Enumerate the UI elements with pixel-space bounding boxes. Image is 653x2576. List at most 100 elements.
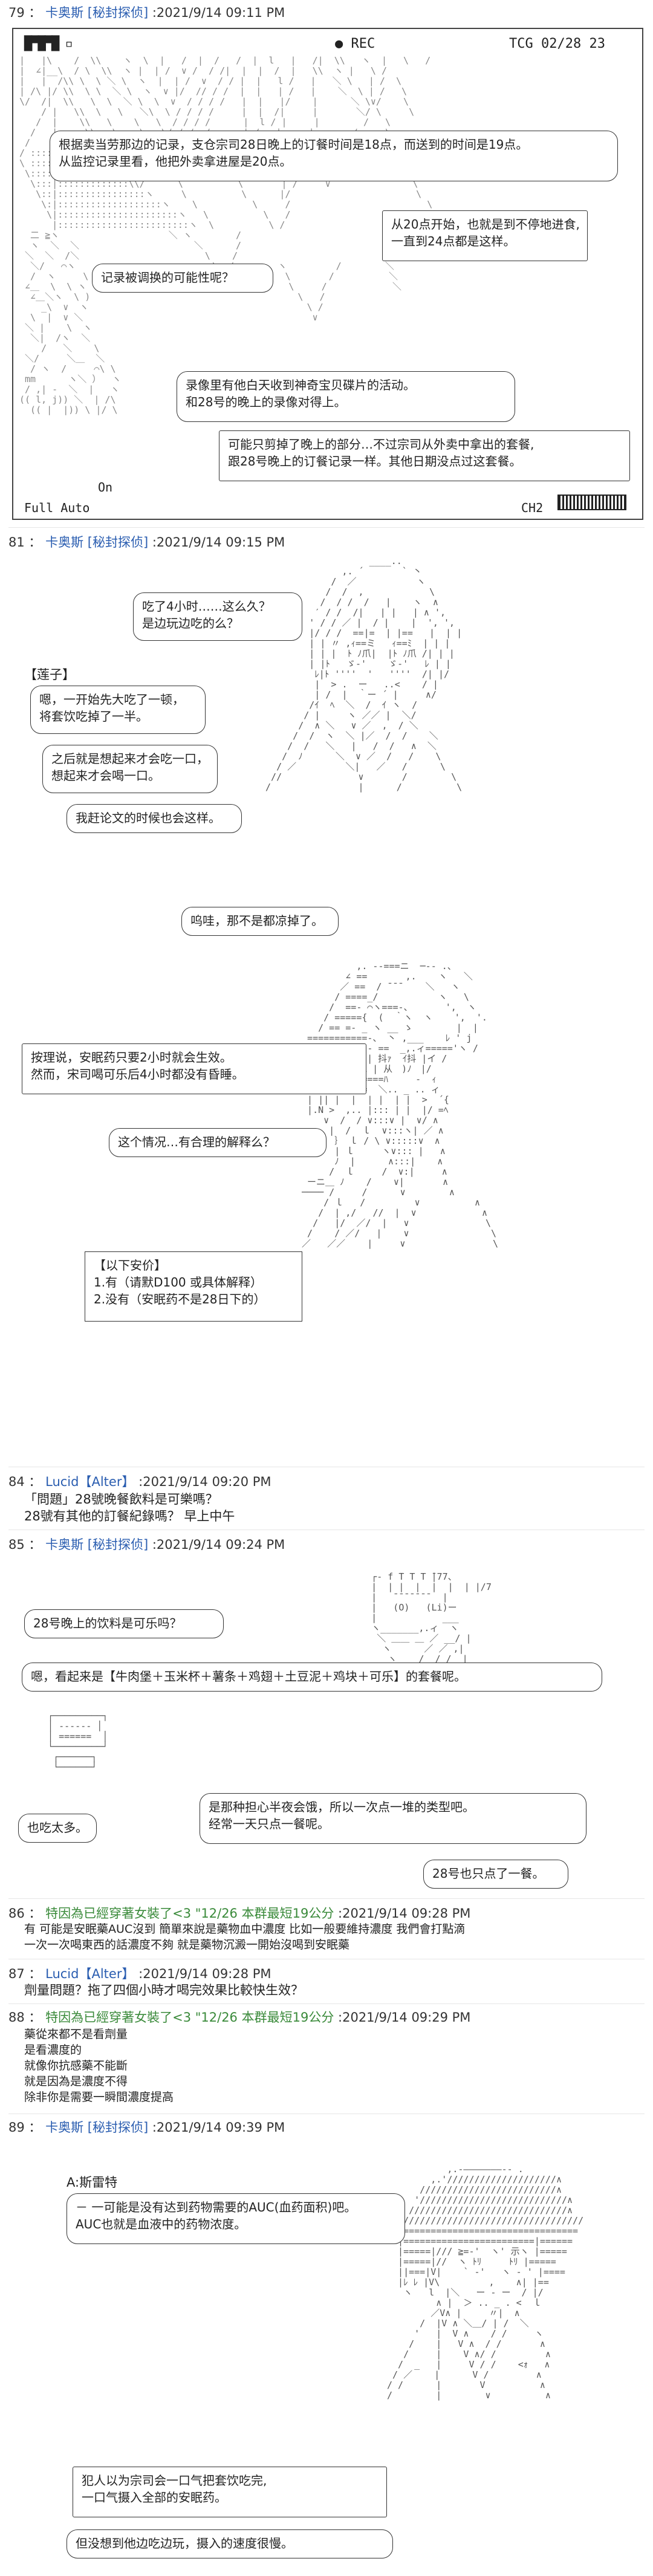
speech-bubble: 按理说，安眠药只要2小时就会生效。 然而，宋司喝可乐后4小时都没有昏睡。 [22, 1043, 366, 1094]
bubble-line: 之后就是想起来才会吃一口， [51, 751, 209, 766]
post-header: 88 ： 特因為已經穿著女裝了<3 "12/26 本群最短19公分 :2021/… [8, 2010, 471, 2025]
ascii-art: ┌‐ f ̄T T T ̄|77、 | | | | | | | |/7 | ̄ … [371, 1572, 492, 1675]
speech-bubble: 嗯，看起来是【牛肉堡＋玉米杯＋薯条＋鸡翅＋土豆泥＋鸡块＋可乐】的套餐呢。 [22, 1663, 602, 1692]
mode-label: Full Auto [24, 501, 90, 515]
divider [8, 527, 645, 528]
bubble-line: 根据卖当劳那边的记录，支仓宗司28日晚上的订餐时间是18点，而送到的时间是19点… [59, 137, 528, 152]
bubble-line: 吃了4小时……这么久？ [142, 599, 271, 614]
bubble-line: 是边玩边吃的么？ [142, 616, 239, 631]
post-number: 85 [8, 1537, 25, 1552]
post-date: :2021/9/14 09:11 PM [152, 5, 285, 20]
speaker-label: 【莲子】 [24, 667, 75, 682]
post-line: 「問題」28號晚餐飲料是可樂嗎？ [24, 1492, 218, 1507]
bubble-line: 和28号的晚上的录像对得上。 [186, 395, 346, 409]
poster-name[interactable]: 特因為已經穿著女裝了<3 "12/26 本群最短19公分 [45, 2010, 334, 2025]
bubble-line: 然而，宋司喝可乐后4小时都没有昏睡。 [31, 1067, 244, 1082]
post-body: 「問題」28號晚餐飲料是可樂嗎？ 28號有其他的訂餐紀錄嗎？ 早上中午 [24, 1491, 235, 1525]
poster-name[interactable]: 卡奥斯 [秘封探侦] [45, 535, 149, 550]
bubble-line: 按理说，安眠药只要2小时就会生效。 [31, 1050, 232, 1065]
ascii-art: ,. -‐===ニ ─-- .、 ∠ == ,. ヽ ＼ ／ == / ̄ ̄ … [302, 961, 498, 1249]
post-line: 就是因為是濃度不得 [24, 2075, 128, 2088]
divider [8, 2003, 645, 2004]
bubble-line: 从20点开始，也就是到不停地进食, [391, 217, 580, 232]
poster-name[interactable]: Lucid【Alter】 [45, 1475, 135, 1489]
bubble-line: AUC也就是血液中的药物浓度。 [76, 2217, 247, 2231]
post-body: 劑量問題？拖了四個小時才喝完效果比較快生效？ [24, 1982, 304, 1999]
poster-name[interactable]: 卡奥斯 [秘封探侦] [45, 1537, 149, 1552]
poster-name[interactable]: Lucid【Alter】 [45, 1967, 135, 1981]
bubble-line: 嗯，一开始先大吃了一顿， [39, 692, 184, 707]
speaker-label: A:斯雷特 [67, 2175, 118, 2190]
post-header: 84 ： Lucid【Alter】 :2021/9/14 09:20 PM [8, 1475, 271, 1489]
speech-bubble: 根据卖当劳那边的记录，支仓宗司28日晚上的订餐时间是18点，而送到的时间是19点… [50, 131, 618, 181]
bubble-line: 犯人以为宗司会一口气把套饮吃完, [82, 2473, 267, 2488]
post-date: :2021/9/14 09:39 PM [152, 2120, 285, 2135]
post-date: :2021/9/14 09:28 PM [138, 1967, 271, 1981]
post-line: 藥從來都不是看劑量 [24, 2028, 128, 2041]
post-body: 有 可能是安眠藥AUC沒到 簡單來說是藥物血中濃度 比如一般要維持濃度 我們會打… [24, 1921, 465, 1953]
speech-bubble: 我赶论文的时候也会这样。 [67, 804, 242, 833]
post-header: 89 ： 卡奥斯 [秘封探侦] :2021/9/14 09:39 PM [8, 2120, 285, 2135]
bubble-line: 录像里有他白天收到神奇宝贝碟片的活动。 [186, 378, 415, 392]
bubble-line: 从监控记录里看，他把外卖拿进屋是20点。 [59, 154, 292, 169]
timecode: TCG 02/28 23 [509, 36, 605, 51]
post-header: 85 ： 卡奥斯 [秘封探侦] :2021/9/14 09:24 PM [8, 1537, 285, 1552]
post-date: :2021/9/14 09:20 PM [138, 1475, 271, 1489]
bubble-line: 可能只剪掉了晚上的部分…不过宗司从外卖中拿出的套餐, [228, 437, 534, 452]
post-line: 劑量問題？拖了四個小時才喝完效果比較快生效？ [24, 1983, 304, 1997]
speech-bubble: 录像里有他白天收到神奇宝贝碟片的活动。 和28号的晚上的录像对得上。 [177, 371, 515, 422]
bubble-line: 经常一天只点一餐呢。 [209, 1817, 330, 1831]
speech-bubble: 从20点开始，也就是到不停地进食, 一直到24点都是这样。 [382, 210, 588, 261]
bubble-line: 这个情况…有合理的解释么？ [118, 1135, 275, 1149]
speech-bubble: 记录被调换的可能性呢？ [92, 264, 273, 293]
choice-item: 2.没有（安眠药不是28日下的） [94, 1292, 266, 1306]
post-line: 除非你是需要一瞬間濃度提高 [24, 2091, 174, 2104]
post-date: :2021/9/14 09:15 PM [152, 535, 285, 550]
bubble-line: 但没想到他边吃边玩，摄入的速度很慢。 [76, 2536, 293, 2551]
speech-bubble: 但没想到他边吃边玩，摄入的速度很慢。 [67, 2529, 393, 2558]
choice-box: 【以下安价】 1.有（请默D100 或具体解释） 2.没有（安眠药不是28日下的… [85, 1251, 302, 1322]
post-line: 一次一次喝東西的話濃度不夠 就是藥物沉澱一開始沒喝到安眠藥 [24, 1938, 350, 1951]
divider [8, 1898, 645, 1899]
poster-name[interactable]: 卡奥斯 [秘封探侦] [45, 5, 149, 20]
post-number: 79 [8, 5, 25, 20]
speech-bubble: 之后就是想起来才会吃一口， 想起来才会喝一口。 [42, 745, 218, 793]
channel-label: CH2 [521, 501, 544, 515]
speech-bubble: － 一可能是没有达到药物需要的AUC(血药面积)吧。 AUC也就是血液中的药物浓… [67, 2193, 405, 2244]
choice-item: 1.有（请默D100 或具体解释） [94, 1275, 263, 1290]
post-number: 86 [8, 1906, 25, 1921]
choice-title: 【以下安价】 [94, 1258, 166, 1273]
tape-bar [557, 495, 626, 510]
post-date: :2021/9/14 09:29 PM [338, 2010, 471, 2025]
bubble-line: 28号晚上的饮料是可乐吗？ [33, 1616, 182, 1630]
bubble-line: 记录被调换的可能性呢？ [101, 270, 234, 285]
post-header: 81 ： 卡奥斯 [秘封探侦] :2021/9/14 09:15 PM [8, 535, 285, 550]
post-number: 89 [8, 2120, 25, 2135]
speech-bubble: 吃了4小时……这么久？ 是边玩边吃的么？ [133, 592, 302, 641]
bubble-line: 我赶论文的时候也会这样。 [76, 811, 221, 825]
post-body: 藥從來都不是看劑量 是看濃度的 就像你抗感藥不能斷 就是因為是濃度不得 除非你是… [24, 2026, 174, 2105]
camera-frame: █▀█▀█ ▫ ● REC TCG 02/28 23 On Full Auto … [12, 28, 643, 520]
bubble-line: 将套饮吃掉了一半。 [39, 709, 148, 724]
speech-bubble: 也吃太多。 [18, 1814, 97, 1843]
post-header: 87 ： Lucid【Alter】 :2021/9/14 09:28 PM [8, 1967, 271, 1981]
speech-bubble: 可能只剪掉了晚上的部分…不过宗司从外卖中拿出的套餐, 跟28号晚上的订餐记录一样… [219, 430, 630, 481]
post-line: 有 可能是安眠藥AUC沒到 簡單來說是藥物血中濃度 比如一般要維持濃度 我們會打… [24, 1922, 466, 1936]
post-line: 是看濃度的 [24, 2043, 82, 2057]
post-number: 84 [8, 1475, 25, 1489]
poster-name[interactable]: 卡奥斯 [秘封探侦] [45, 2120, 149, 2135]
speech-bubble: 嗯，一开始先大吃了一顿， 将套饮吃掉了一半。 [30, 686, 206, 734]
bubble-line: 一口气摄入全部的安眠药。 [82, 2490, 227, 2505]
bubble-line: － 一可能是没有达到药物需要的AUC(血药面积)吧。 [76, 2200, 357, 2214]
post-line: 就像你抗感藥不能斷 [24, 2059, 128, 2072]
post-number: 81 [8, 535, 25, 550]
speech-bubble: 是那种担心半夜会饿，所以一次点一堆的类型吧。 经常一天只点一餐呢。 [200, 1793, 586, 1844]
post-line: 28號有其他的訂餐紀錄嗎？ 早上中午 [24, 1509, 235, 1523]
ascii-art: ____.. ,. ´ ` 丶 / ／ ヽ / / , \ / / / / | … [265, 556, 463, 793]
poster-name[interactable]: 特因為已經穿著女裝了<3 "12/26 本群最短19公分 [45, 1906, 334, 1921]
post-number: 88 [8, 2010, 25, 2025]
speech-bubble: 犯人以为宗司会一口气把套饮吃完, 一口气摄入全部的安眠药。 [73, 2467, 387, 2517]
bubble-line: 跟28号晚上的订餐记录一样。其他日期没点过这套餐。 [228, 454, 522, 469]
post-header: 86 ： 特因為已經穿著女裝了<3 "12/26 本群最短19公分 :2021/… [8, 1906, 471, 1921]
speech-bubble: 28号晚上的饮料是可乐吗？ [24, 1609, 224, 1638]
